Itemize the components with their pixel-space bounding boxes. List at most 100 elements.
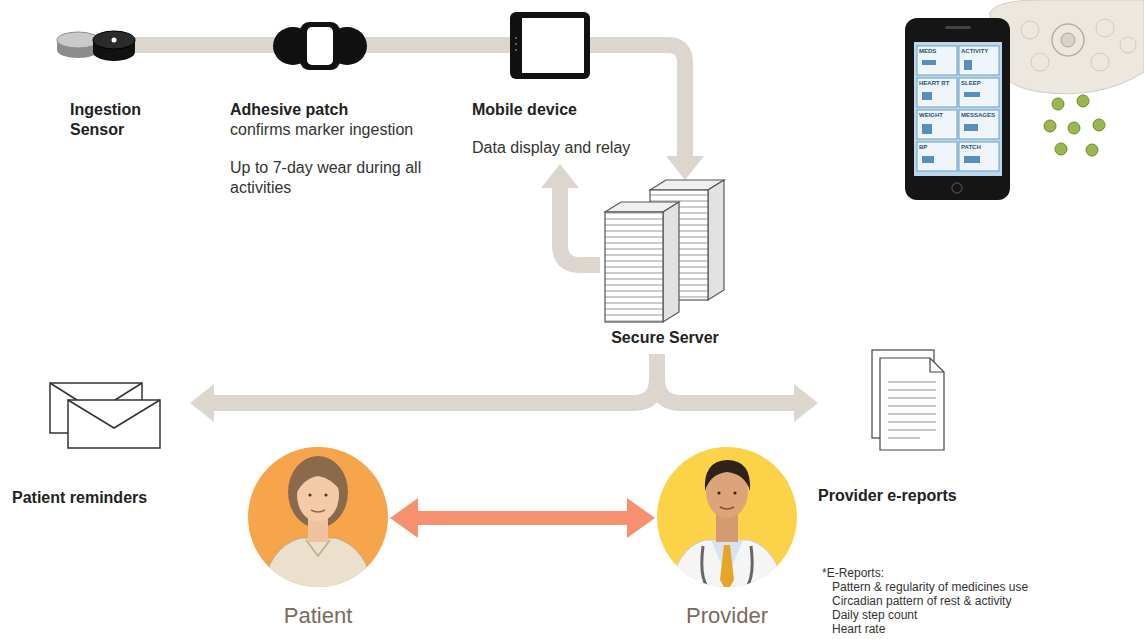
patient-figure-part-part (288, 456, 348, 528)
sensor-icon-part (93, 31, 135, 49)
provider-figure-part-part (717, 491, 720, 494)
arrow-head (390, 498, 418, 538)
document-icon-part (880, 358, 944, 450)
patch-icon-part (273, 27, 313, 65)
phone-photo-part (917, 78, 957, 107)
provider-figure (657, 447, 797, 598)
patient-figure-part-part (306, 540, 330, 556)
phone-photo-part (959, 78, 999, 107)
arrow-band (650, 45, 685, 157)
flow-arrow (190, 354, 657, 422)
phone-photo-part (959, 142, 999, 171)
patient-figure-part (248, 447, 388, 587)
band-stub (120, 37, 650, 53)
patient-figure (248, 447, 388, 592)
note-item: Circadian pattern of rest & activity (832, 594, 1011, 608)
phone-photo-part (917, 46, 957, 75)
phone-photo-part-part (922, 156, 934, 163)
document-icon-part (930, 358, 944, 372)
phone-photo-part-part (964, 124, 978, 131)
provider-figure-part-part (716, 514, 738, 542)
patch-photo-part (1120, 37, 1136, 53)
patient-figure-part-part (308, 493, 311, 496)
phone-photo-part (959, 46, 999, 75)
node-label: Patient reminders (12, 488, 190, 508)
phone-photo-part-part (964, 156, 980, 163)
provider-figure-part (657, 447, 797, 587)
provider-figure-part (668, 460, 786, 598)
arrow-band (560, 187, 600, 265)
arrow-head (666, 156, 704, 180)
arrow-band (460, 37, 470, 53)
flow-arrow (460, 45, 470, 46)
envelope-icon-part (50, 383, 142, 433)
screen-label: BP (919, 144, 927, 151)
person-node: Provider (655, 445, 799, 631)
arrow-band (160, 37, 228, 53)
server-node: Secure Server (600, 180, 730, 354)
provider-figure-part-part (733, 491, 736, 494)
server-icon (605, 180, 724, 322)
patch-photo-part (1021, 21, 1039, 39)
screen-label: ACTIVITY (961, 48, 988, 55)
document-icon-part-part (888, 382, 936, 383)
tablet-icon-part (522, 18, 584, 73)
document-icon-part-part (888, 390, 936, 391)
phone-photo (905, 18, 1010, 200)
node-label: Patient (246, 603, 390, 629)
server-icon-part (605, 212, 663, 322)
provider-figure-part-part (720, 507, 734, 509)
patient-figure-part-part (297, 468, 339, 522)
phone-photo-part-part (964, 92, 980, 97)
document-icon-part-part (888, 406, 936, 407)
document-icon-part (872, 350, 934, 438)
flow-arrow (650, 45, 704, 180)
provider-figure-part-part (711, 540, 743, 578)
provider-figure-part-part (720, 545, 734, 592)
phone-photo-part (959, 110, 999, 139)
provider-figure-part-part (702, 546, 714, 592)
patient-figure-part-part (296, 463, 341, 494)
sensor-icon-part (57, 42, 99, 58)
reminder-node: Patient reminders (10, 380, 190, 514)
pill-photo-part (1093, 119, 1105, 131)
document-icon-part-part (888, 430, 936, 431)
patch-icon-part (307, 27, 333, 65)
flow-arrow (541, 164, 600, 265)
phone-photo-part (922, 60, 980, 163)
tablet-icon-part (515, 49, 517, 51)
provider-figure-part-part (706, 466, 748, 518)
sensor-icon-part (112, 38, 117, 43)
band-stub-part (570, 37, 650, 53)
arrow-head (794, 384, 818, 422)
note-item: Pattern & regularity of medicines use (832, 580, 1028, 594)
document-icon (872, 350, 944, 450)
arrow-band (657, 354, 795, 403)
flow-arrow (160, 45, 228, 46)
phone-photo-part (905, 18, 1010, 200)
screen-label: MESSAGES (961, 112, 995, 119)
screen-label: HEART RT (919, 80, 949, 87)
sensor-node: Ingestion Sensor (55, 28, 160, 146)
phone-photo-part-part (922, 124, 932, 134)
arrow-head (190, 384, 214, 422)
document-icon-part (888, 382, 936, 438)
patch-photo-part (1061, 33, 1075, 47)
sensor-icon (57, 31, 135, 61)
band-stub-part (228, 37, 290, 53)
device-node: Mobile deviceData display and relay (470, 10, 650, 164)
envelope-icon-part (68, 400, 160, 448)
phone-photo-part-part (964, 60, 972, 70)
node-description: confirms marker ingestion (230, 120, 460, 140)
pill-photo-part (1086, 144, 1098, 156)
patch-icon-part (300, 22, 340, 70)
sensor-icon-part (57, 32, 99, 48)
patient-figure-part-part (308, 515, 328, 542)
server-icon-part (650, 190, 708, 300)
phone-photo-part (945, 26, 971, 29)
node-label: Mobile device (472, 100, 650, 120)
provider-figure-part-part (740, 546, 752, 592)
